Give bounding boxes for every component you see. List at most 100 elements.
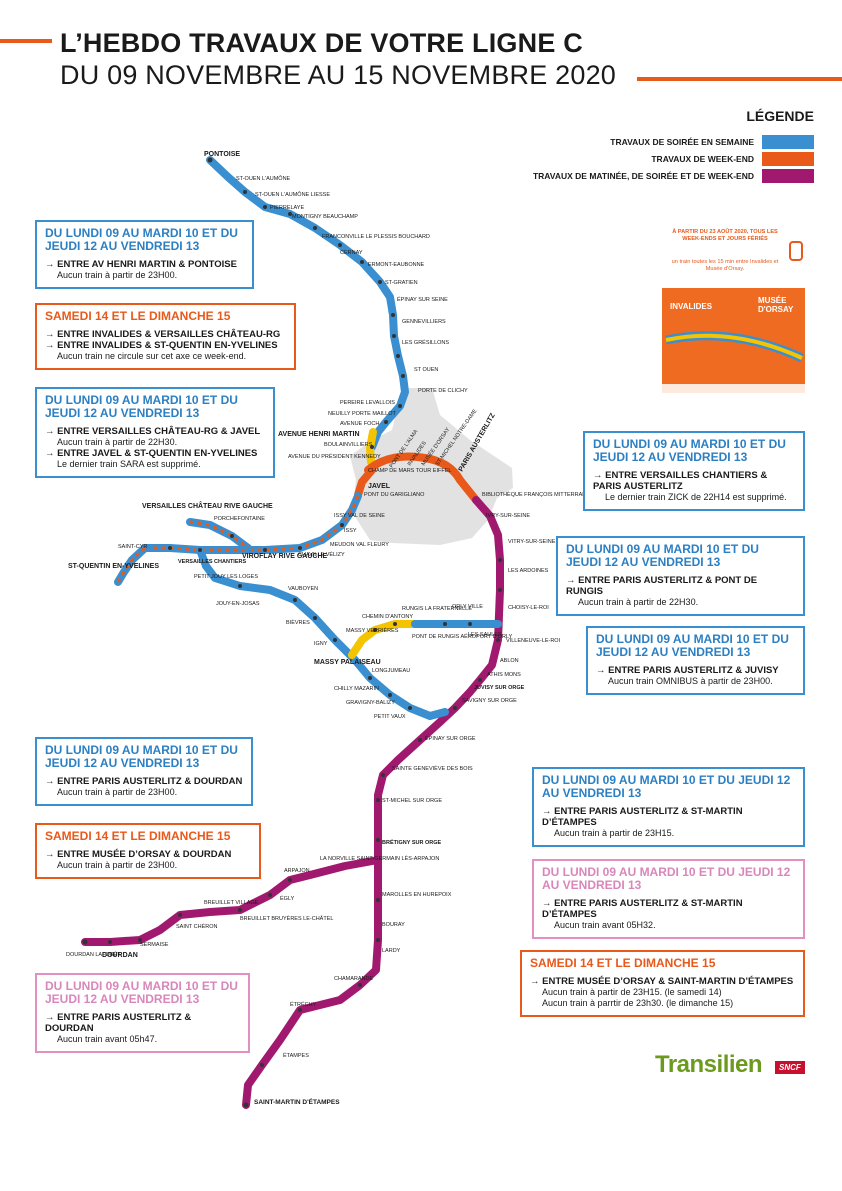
- station-label: BIÈVRES: [286, 619, 310, 626]
- station-label: ISSY: [344, 528, 357, 534]
- legend-item-weekend: TRAVAUX DE WEEK-END: [651, 152, 814, 166]
- promo-invalides-orsay: À PARTIR DU 23 AOÛT 2020, TOUS LES WEEK-…: [662, 225, 805, 393]
- station-label: FRANCONVILLE LE PLESSIS BOUCHARD: [322, 234, 430, 240]
- station-label: ST-OUEN L'AUMÔNE: [236, 175, 291, 182]
- info-box-henri-martin-pontoise: DU LUNDI 09 AU MARDI 10 ET DU JEUDI 12 A…: [35, 220, 254, 289]
- line-south-austerlitz: [242, 496, 504, 1109]
- promo-card: INVALIDES MUSÉE D'ORSAY: [662, 288, 805, 393]
- station-label: GENNEVILLIERS: [402, 319, 446, 325]
- line-versailles-rg: [186, 518, 252, 552]
- station-label: SAVIGNY SUR ORGE: [462, 698, 517, 704]
- info-box-austerlitz-rungis: DU LUNDI 09 AU MARDI 10 ET DU JEUDI 12 A…: [556, 536, 805, 616]
- station-label: LA NORVILLE SAINT-GERMAIN LÈS-ARPAJON: [320, 855, 439, 862]
- box-title: DU LUNDI 09 AU MARDI 10 ET DU JEUDI 12 A…: [566, 542, 759, 569]
- box-sub: Aucun train à partir de 23H15.: [554, 828, 675, 838]
- legend-label: TRAVAUX DE SOIRÉE EN SEMAINE: [610, 137, 754, 147]
- station-label: MAROLLES EN HUREPOIX: [382, 892, 452, 898]
- box-item: → ENTRE PARIS AUSTERLITZ & ST-MARTIN D’É…: [542, 898, 743, 920]
- legend-label: TRAVAUX DE WEEK-END: [651, 154, 754, 164]
- station-label: CHAMP DE MARS TOUR EIFFEL: [368, 468, 451, 474]
- line-versailles-rg-orange: [189, 520, 249, 550]
- station-massy-palaiseau: MASSY PALAISEAU: [314, 659, 381, 666]
- station-sqy: ST-QUENTIN EN-YVELINES: [68, 563, 159, 570]
- info-box-austerlitz-dourdan: DU LUNDI 09 AU MARDI 10 ET DU JEUDI 12 A…: [35, 737, 253, 806]
- line-paris-center: [364, 452, 480, 504]
- box-title: SAMEDI 14 ET LE DIMANCHE 15: [45, 829, 231, 843]
- station-label: SAINTE GENEVIÈVE DES BOIS: [392, 765, 473, 772]
- box-title: DU LUNDI 09 AU MARDI 10 ET DU JEUDI 12 A…: [45, 393, 238, 420]
- box-item: → ENTRE MUSÉE D’ORSAY & SAINT-MARTIN D’É…: [530, 976, 794, 987]
- box-item: → ENTRE INVALIDES & VERSAILLES CHÂTEAU-R…: [45, 329, 281, 340]
- station-label: ÉPINAY SUR ORGE: [425, 735, 476, 742]
- station-label: LES ARDOINES: [508, 568, 549, 574]
- station-label: PETIT JOUY LES LOGES: [194, 574, 258, 580]
- train-icon: [789, 241, 803, 261]
- station-label: PIERRELAYE: [270, 205, 304, 211]
- station-label: PONT DU GARIGLIANO: [364, 492, 425, 498]
- station-label: AVENUE FOCH: [340, 421, 379, 427]
- box-item: → ENTRE MUSÉE D’ORSAY & DOURDAN: [45, 849, 232, 860]
- station-label: LARDY: [382, 948, 401, 954]
- station-label: PORTE DE CLICHY: [418, 388, 468, 394]
- station-label: VITRY-SUR-SEINE: [508, 539, 556, 545]
- station-label: GRAVIGNY-BALIZY: [346, 700, 395, 706]
- box-sub: Aucun train à partir de 23H00.: [57, 787, 178, 797]
- station-label: ÉPINAY SUR SEINE: [397, 296, 448, 303]
- station-label: BOULAINVILLIERS: [324, 442, 373, 448]
- box-sub: Aucun train à partir de 23H00.: [57, 860, 178, 870]
- station-label: IVRY-SUR-SEINE: [486, 513, 530, 519]
- box-title: DU LUNDI 09 AU MARDI 10 ET DU JEUDI 12 A…: [45, 226, 238, 253]
- box-sub: Aucun train ne circule sur cet axe ce we…: [57, 351, 247, 361]
- info-box-versailles-javel: DU LUNDI 09 AU MARDI 10 ET DU JEUDI 12 A…: [35, 387, 275, 478]
- station-label: SAINT CHÉRON: [176, 923, 217, 930]
- box-sub: Aucun train à partir de 23H00.: [57, 270, 178, 280]
- station-label: ÉGLY: [280, 895, 295, 902]
- legend-label: TRAVAUX DE MATINÉE, DE SOIRÉE ET DE WEEK…: [532, 171, 754, 181]
- station-label: ARPAJON: [284, 868, 310, 874]
- box-title: DU LUNDI 09 AU MARDI 10 ET DU JEUDI 12 A…: [45, 743, 238, 770]
- box-title: DU LUNDI 09 AU MARDI 10 ET DU JEUDI 12 A…: [596, 632, 789, 659]
- line-chantiers-massy: [196, 546, 449, 720]
- promo-line: un train toutes les 15 min entre Invalid…: [671, 259, 779, 272]
- promo-headline: À PARTIR DU 23 AOÛT 2020, TOUS LES WEEK-…: [672, 229, 778, 242]
- station-label: VERSAILLES CHANTIERS: [178, 559, 246, 565]
- station-label: RUNGIS LA FRATERNELLE: [402, 606, 472, 612]
- station-viroflay: VIROFLAY RIVE GAUCHE: [242, 553, 328, 560]
- station-label: ATHIS MONS: [487, 672, 521, 678]
- box-title: DU LUNDI 09 AU MARDI 10 ET DU JEUDI 12 A…: [45, 979, 238, 1006]
- box-item: → ENTRE INVALIDES & ST-QUENTIN EN-YVELIN…: [45, 340, 278, 351]
- promo-station-right: MUSÉE D'ORSAY: [758, 296, 794, 314]
- box-item: → ENTRE PARIS AUSTERLITZ & PONT DE RUNGI…: [566, 575, 758, 597]
- station-label: DOURDAN LAFORÊT: [66, 950, 121, 958]
- station-label: CHILLY MAZARIN: [334, 686, 379, 692]
- promo-line-graphic: [662, 331, 805, 393]
- station-label: NEUILLY PORTE MAILLOT: [328, 411, 396, 417]
- info-box-austerlitz-st-martin-morning: DU LUNDI 09 AU MARDI 10 ET DU JEUDI 12 A…: [532, 859, 805, 939]
- station-label: MASSY VERRIÈRES: [346, 627, 399, 634]
- station-versailles-rg: VERSAILLES CHÂTEAU RIVE GAUCHE: [142, 501, 273, 510]
- station-label: MONTIGNY BEAUCHAMP: [292, 214, 358, 220]
- box-item: → ENTRE PARIS AUSTERLITZ & DOURDAN: [45, 1012, 192, 1034]
- line-sqy-orange: [116, 546, 147, 583]
- station-label: VILLENEUVE-LE-ROI: [506, 638, 561, 644]
- station-pontoise: PONTOISE: [204, 151, 240, 158]
- box-title: SAMEDI 14 ET LE DIMANCHE 15: [530, 956, 716, 970]
- station-label: BREUILLET BRUYÈRES LE-CHÂTEL: [240, 915, 333, 922]
- station-label: SAINT-CYR: [118, 544, 147, 550]
- box-sub: Aucun train à partir de 23H15. (le samed…: [542, 987, 722, 997]
- station-label: ÉTRÉCHY: [290, 1001, 317, 1008]
- box-sub: Aucun train à parrtir de 23h30. (le dima…: [542, 998, 734, 1008]
- info-box-austerlitz-st-martin: DU LUNDI 09 AU MARDI 10 ET DU JEUDI 12 A…: [532, 767, 805, 847]
- box-sub: Le dernier train SARA est supprimé.: [57, 459, 201, 469]
- station-label: PONT DE RUNGIS AÉROPORT D'ORLY: [412, 633, 513, 640]
- station-dourdan: DOURDAN: [102, 952, 138, 959]
- transilien-wordmark: Transilien: [655, 1051, 763, 1078]
- line-west-branch-orange: [145, 495, 360, 552]
- station-label: JOUY-EN-JOSAS: [216, 601, 260, 607]
- station-label: CHOISY-LE-ROI: [508, 605, 549, 611]
- info-box-orsay-st-martin-weekend: SAMEDI 14 ET LE DIMANCHE 15 → ENTRE MUSÉ…: [520, 950, 805, 1017]
- legend-title: LÉGENDE: [746, 108, 814, 124]
- legend-swatch-orange: [762, 152, 814, 166]
- station-label: ABLON: [500, 658, 519, 664]
